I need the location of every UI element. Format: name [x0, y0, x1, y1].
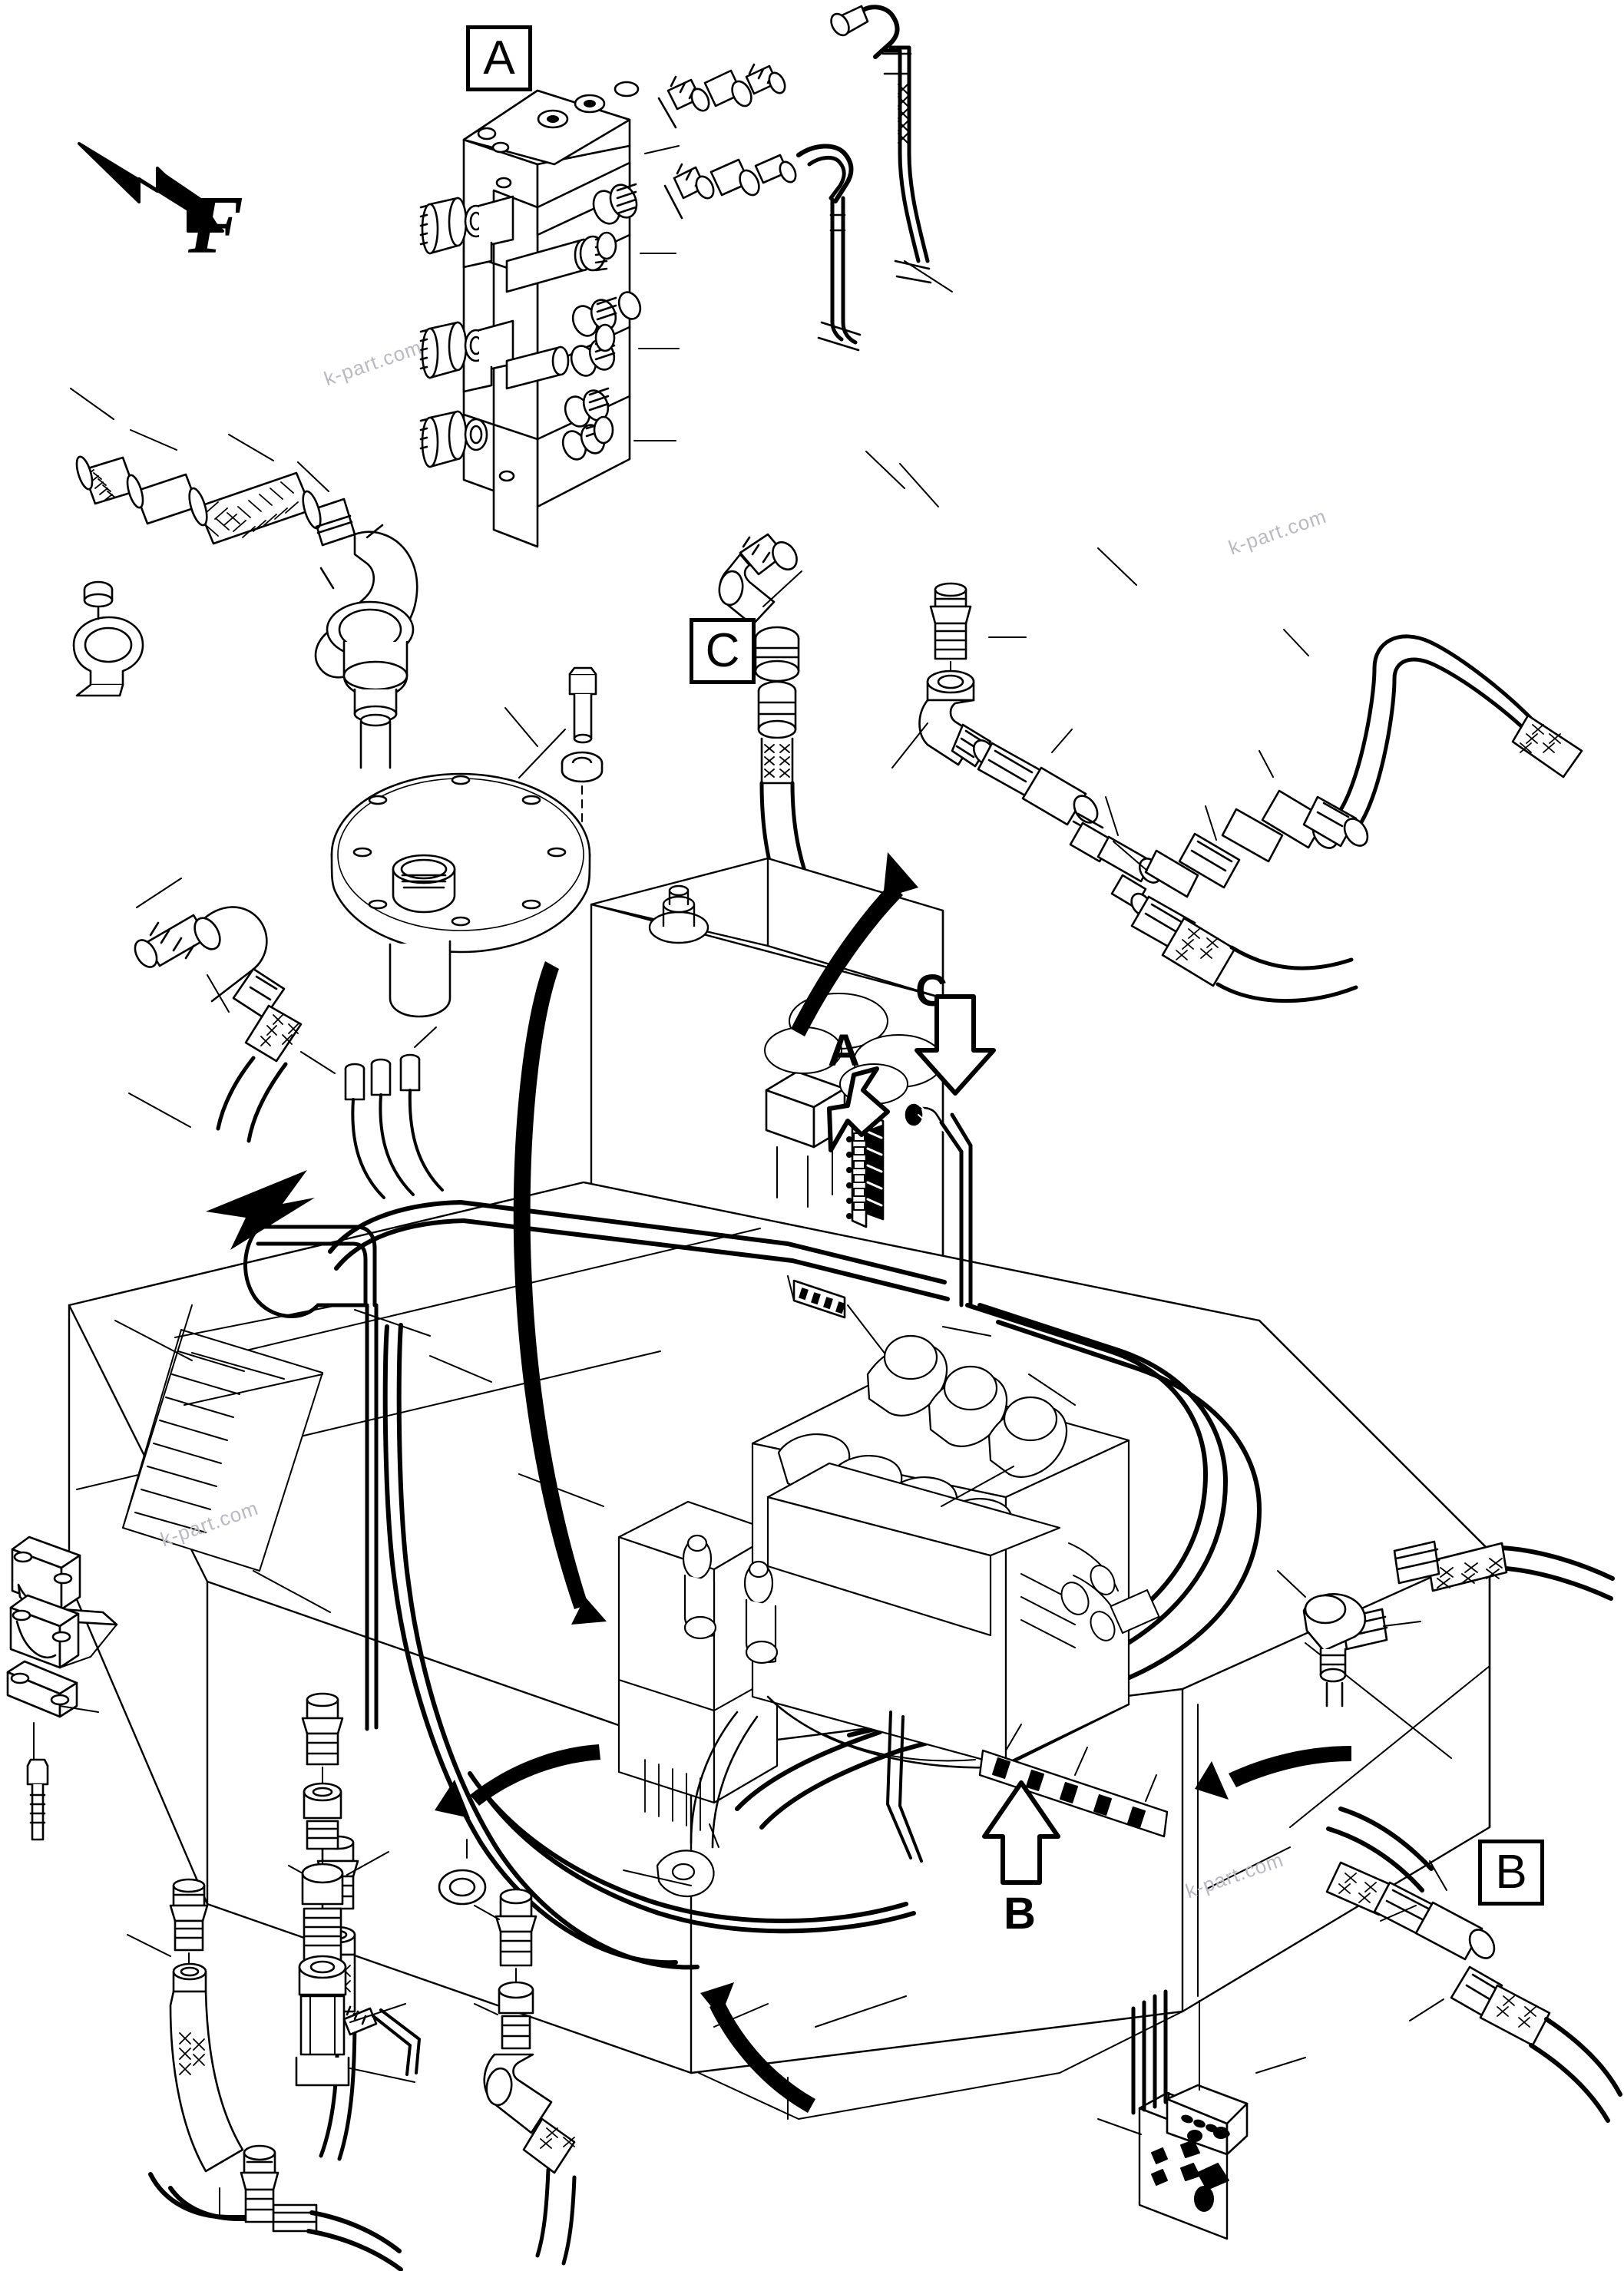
view-direction-arrow-curve-left [513, 961, 588, 1609]
leader-lines [70, 145, 1306, 2135]
detail-label-box-c: C [690, 618, 756, 684]
hose-clamp-bracket [72, 580, 144, 697]
elbow-hose-left [128, 878, 303, 1143]
lower-left-fittings [127, 1692, 577, 2271]
split-clamp-block-set [6, 1535, 118, 1841]
detail-label-b-text: B [1495, 1846, 1527, 1899]
frame-mid-manifold [787, 1275, 915, 1392]
detail-label-box-a: A [466, 25, 532, 91]
view-direction-arrow-right [1229, 1746, 1351, 1787]
view-direction-arrow-left [206, 1170, 315, 1250]
solenoid-valve-manifold-block [419, 81, 642, 548]
callout-letter-c: C [915, 966, 948, 1016]
elbow-fitting-90 [718, 533, 802, 626]
detail-label-c-text: C [705, 624, 740, 677]
forward-direction-arrow [78, 142, 224, 233]
fitting-train-right [891, 582, 1583, 1003]
callout-letter-b: B [1004, 1889, 1036, 1939]
view-direction-arrow-curve-top [791, 883, 903, 1036]
callout-letter-a: A [828, 1026, 860, 1076]
electrical-junction-box [1131, 1989, 1249, 2240]
detail-label-a-text: A [483, 31, 515, 84]
detail-label-box-b: B [1478, 1840, 1544, 1906]
view-direction-arrow-lower-left [470, 1744, 600, 1806]
suction-strainer-elbow [75, 455, 418, 769]
hydraulic-hose-assembly-a1 [657, 5, 932, 352]
forward-letter-f: F [188, 180, 244, 271]
hose-bundle-junction [978, 1724, 1169, 1838]
tank-cover-flange-plate [330, 729, 591, 1018]
right-side-hose-fittings [1277, 1540, 1622, 2123]
level-sender-assembly [300, 1026, 444, 1199]
hex-head-bolt [561, 666, 604, 822]
diesel-engine-assembly [617, 1334, 1160, 1897]
lift-rod-handle [243, 1225, 379, 1731]
view-direction-arrow-bottom [709, 1999, 815, 2113]
